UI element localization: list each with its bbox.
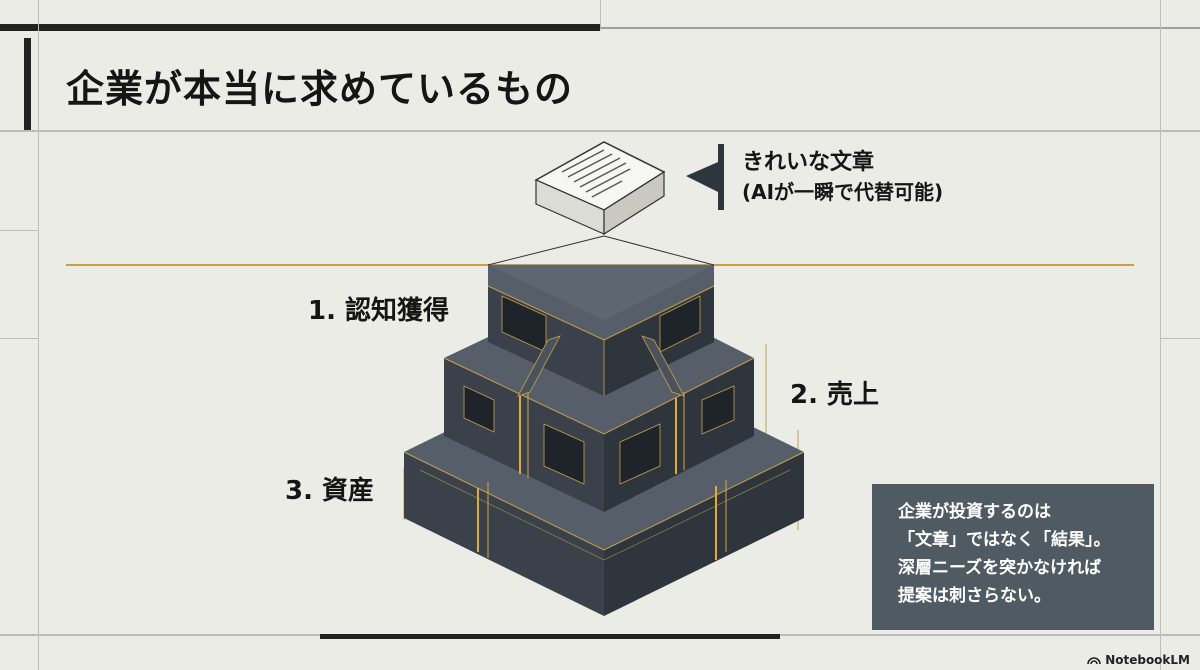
mid-grid-line (600, 0, 601, 30)
header-rule (0, 130, 1200, 132)
callout-pointer-icon (686, 144, 724, 210)
document-icon (487, 141, 715, 266)
notebooklm-logo-icon (1087, 657, 1101, 665)
left-border (24, 38, 31, 131)
top-rule (600, 27, 1200, 29)
left-short-rule-2 (0, 338, 38, 339)
left-grid-line (38, 0, 39, 670)
note-box: 企業が投資するのは 「文章」ではなく「結果」。 深層ニーズを突かなければ 提案は… (872, 484, 1154, 630)
level-label-3: 3. 資産 (285, 476, 375, 506)
callout-title: きれいな文章 (742, 150, 875, 175)
brand-watermark: NotebookLM (1087, 653, 1190, 667)
left-short-rule (0, 230, 38, 231)
bottom-border (320, 634, 780, 639)
right-short-rule (1160, 338, 1200, 339)
note-line: 企業が投資するのは (898, 502, 1051, 522)
level-label-2: 2. 売上 (790, 380, 880, 410)
brand-name: NotebookLM (1105, 653, 1190, 667)
top-border (0, 24, 600, 31)
note-line: 「文章」ではなく「結果」。 (898, 530, 1111, 550)
note-line: 深層ニーズを突かなければ (898, 558, 1102, 578)
level-label-1: 1. 認知獲得 (308, 296, 450, 326)
page-title: 企業が本当に求めているもの (66, 67, 574, 111)
callout-subtitle: (AIが一瞬で代替可能) (742, 180, 944, 204)
note-line: 提案は刺さらない。 (898, 586, 1051, 606)
tier-1-block (487, 265, 715, 397)
right-grid-line (1160, 0, 1161, 670)
